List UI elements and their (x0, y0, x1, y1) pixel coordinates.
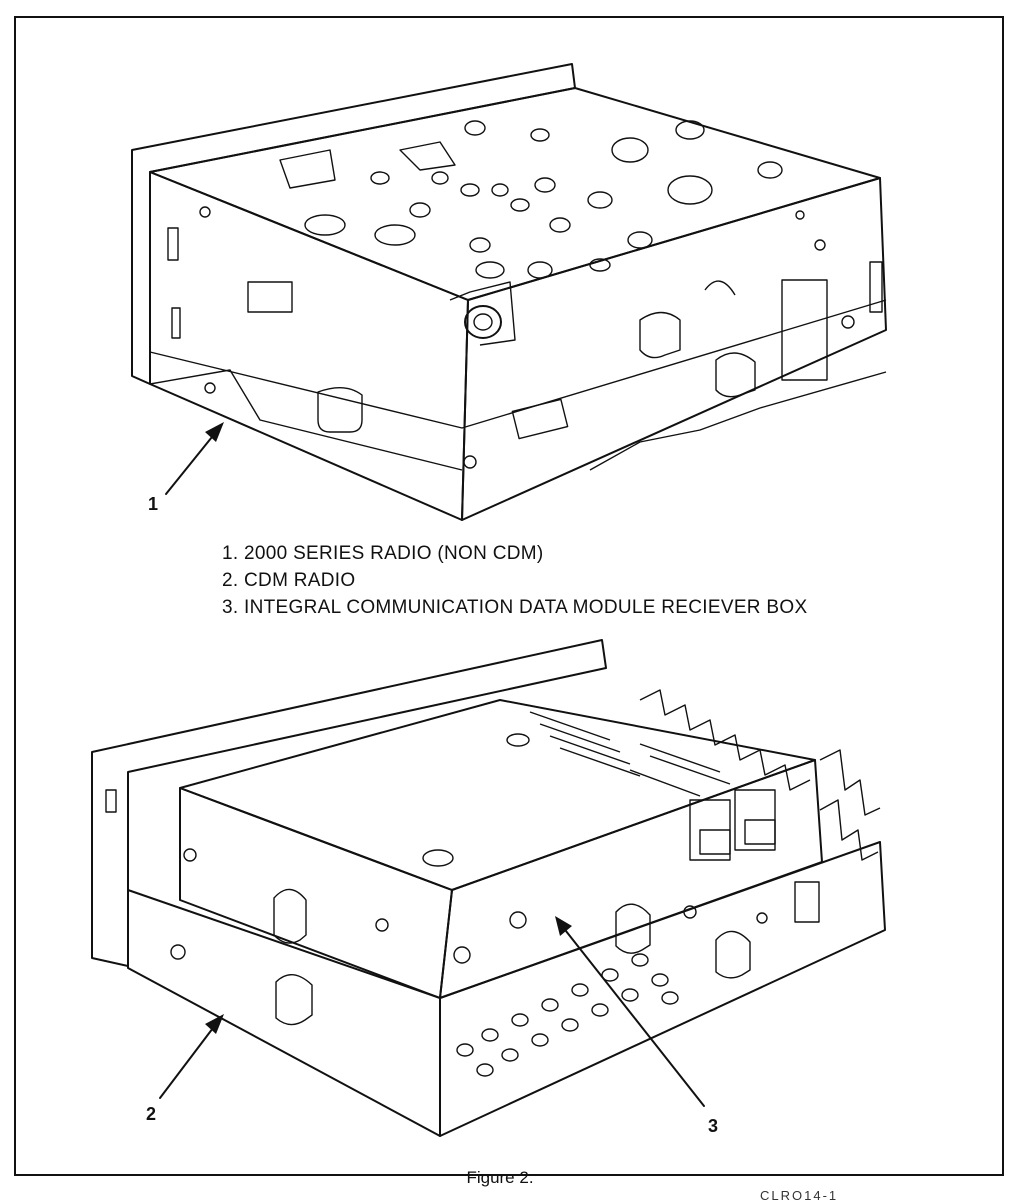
radio-1-top-face (149, 87, 881, 301)
radio-1-antenna-jack (449, 281, 516, 346)
radio-2-top-slots (422, 711, 731, 867)
legend-item-2: 2. CDM RADIO (222, 570, 356, 591)
legend: 1. 2000 SERIES RADIO (NON CDM) 2. CDM RA… (222, 540, 807, 621)
legend-item-1: 1. 2000 SERIES RADIO (NON CDM) (222, 543, 544, 564)
radio-1-right-side (461, 177, 887, 521)
radio-1-left-side (149, 171, 469, 521)
figure-border (14, 16, 1004, 1176)
leader-arrows (159, 422, 705, 1107)
radio-cdm-illustration (91, 639, 886, 1137)
figure-code: CLRO14-1 (760, 1188, 839, 1203)
radio-1-top-holes (279, 120, 783, 279)
radio-2-connectors (689, 789, 820, 923)
radio-2-bezel (91, 639, 607, 967)
legend-item-3: 3. INTEGRAL COMMUNICATION DATA MODULE RE… (222, 597, 808, 618)
radio-2-heat-sink (639, 689, 881, 861)
figure-caption: Figure 2. (466, 1168, 534, 1187)
radio-1-bezel (131, 63, 576, 385)
callout-1: 1 (148, 494, 159, 514)
radio-2-upper-left-side (179, 787, 453, 999)
radio-2-upper-right-side (439, 759, 823, 999)
radio-2-vent-holes (456, 953, 679, 1077)
callout-3: 3 (708, 1116, 719, 1136)
radio-2000-series-illustration (131, 63, 887, 521)
callout-2: 2 (146, 1104, 157, 1124)
radio-2-receiver-box (127, 841, 886, 1137)
